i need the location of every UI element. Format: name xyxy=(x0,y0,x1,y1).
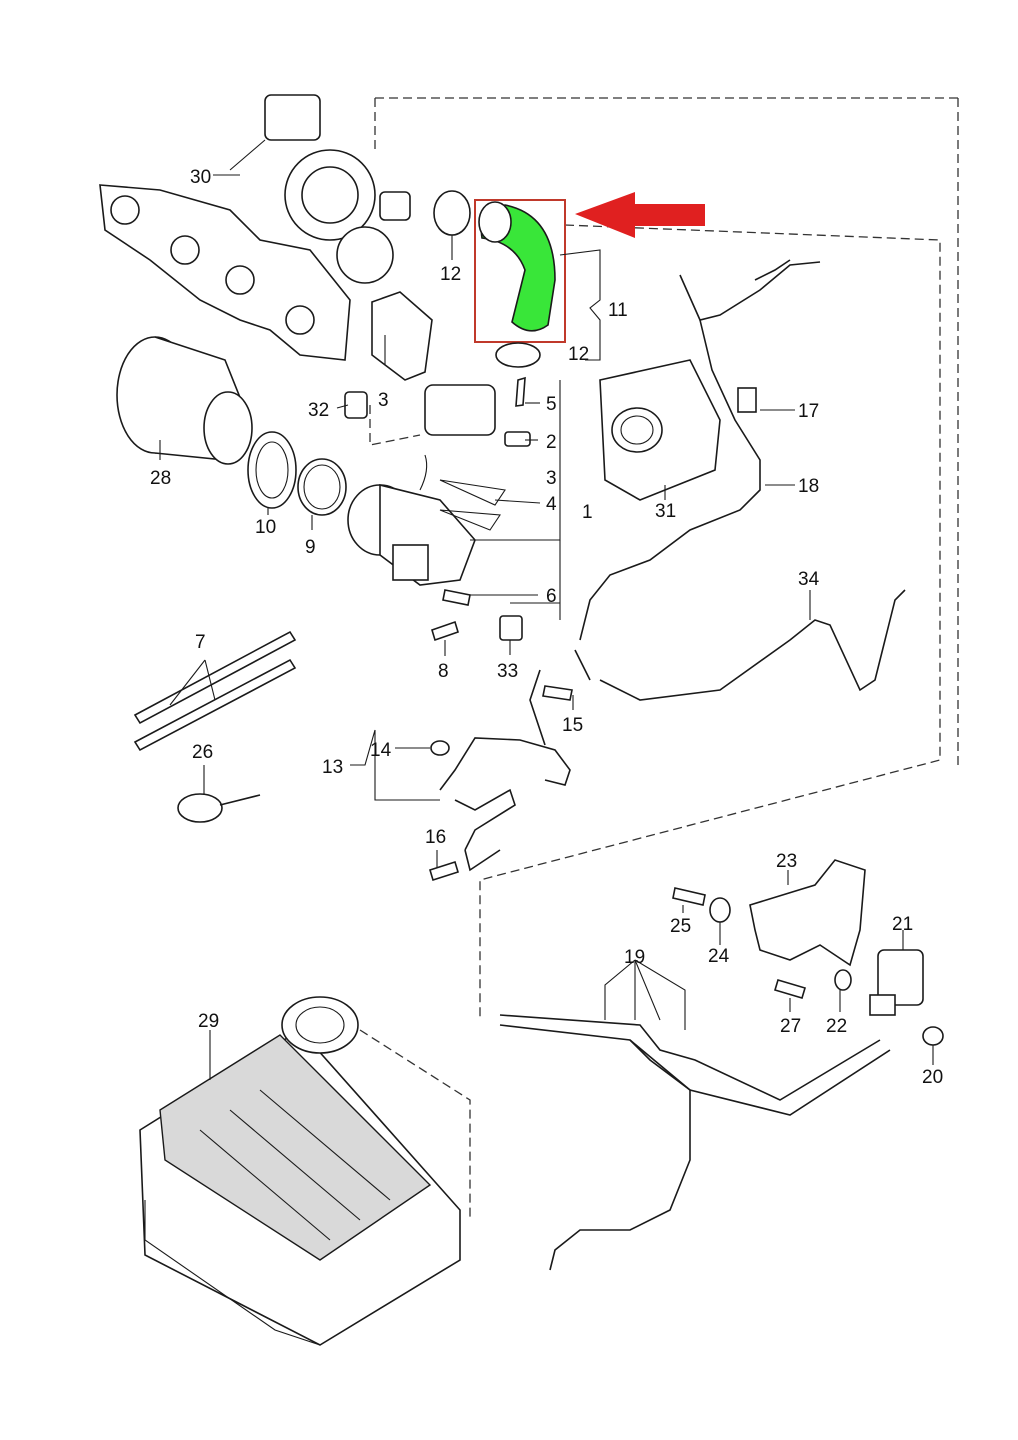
egr-assembly-part[interactable] xyxy=(347,384,506,586)
callout-32: 32 xyxy=(308,400,329,421)
callout-4: 4 xyxy=(546,494,557,515)
callout-16: 16 xyxy=(425,827,446,848)
callout-12-lower: 12 xyxy=(568,344,589,365)
callout-6: 6 xyxy=(546,586,557,607)
callout-14: 14 xyxy=(370,740,392,761)
callout-17: 17 xyxy=(798,401,819,422)
bushing-part[interactable] xyxy=(709,897,731,923)
callout-3-upper: 3 xyxy=(378,390,389,411)
callout-26: 26 xyxy=(192,742,213,763)
callout-labels: 30 12 11 12 3 32 5 2 3 4 1 6 28 10 9 7 8… xyxy=(150,167,943,1088)
callout-11: 11 xyxy=(608,300,628,321)
screw-fifteen-part[interactable] xyxy=(542,685,573,701)
callout-28: 28 xyxy=(150,468,171,489)
vacuum-line-part[interactable] xyxy=(574,589,906,701)
callout-34: 34 xyxy=(798,569,820,590)
callout-10: 10 xyxy=(255,517,276,538)
assembly-boundaries xyxy=(359,97,959,1220)
sleeve-part[interactable] xyxy=(499,615,523,641)
strap-part[interactable] xyxy=(177,793,261,823)
callout-33: 33 xyxy=(497,661,518,682)
vacuum-lines-part[interactable] xyxy=(499,1014,891,1271)
callout-24: 24 xyxy=(708,946,730,967)
screw-part[interactable] xyxy=(442,589,471,606)
callout-7: 7 xyxy=(195,632,206,653)
callout-19: 19 xyxy=(624,947,645,968)
callout-23: 23 xyxy=(776,851,797,872)
screw-lower-part[interactable] xyxy=(429,860,459,882)
bolt-part[interactable] xyxy=(431,620,459,642)
callout-13: 13 xyxy=(322,757,343,778)
callout-3-lower: 3 xyxy=(546,468,557,489)
cable-tie-part[interactable] xyxy=(133,630,297,752)
vacuum-hose-part[interactable] xyxy=(579,259,821,641)
callout-12-upper: 12 xyxy=(440,264,461,285)
bolt-twentyfive-part[interactable] xyxy=(672,887,706,906)
red-pointer-arrow xyxy=(575,192,705,238)
grommet-part[interactable] xyxy=(834,969,852,991)
nut-twenty-part[interactable] xyxy=(922,1026,944,1046)
particle-filter-part[interactable] xyxy=(116,336,253,465)
hose-clamp-upper-part[interactable] xyxy=(433,190,471,236)
highlighted-hose-part[interactable] xyxy=(474,199,566,343)
callout-1: 1 xyxy=(582,502,593,523)
callout-2: 2 xyxy=(546,432,557,453)
callout-25: 25 xyxy=(670,916,691,937)
callout-27: 27 xyxy=(780,1016,801,1037)
callout-22: 22 xyxy=(826,1016,847,1037)
vacuum-line-assembly-part[interactable] xyxy=(439,669,571,872)
callout-9: 9 xyxy=(305,537,316,558)
hose-clamp-lower-part[interactable] xyxy=(495,342,541,368)
highlight-box xyxy=(474,199,566,343)
intake-manifold-part[interactable] xyxy=(599,359,721,501)
callout-20: 20 xyxy=(922,1067,943,1088)
callout-31: 31 xyxy=(655,501,676,522)
callout-30: 30 xyxy=(190,167,211,188)
callout-15: 15 xyxy=(562,715,583,736)
heat-shield-part[interactable] xyxy=(371,291,433,381)
bracket-part[interactable] xyxy=(749,859,866,967)
callout-29: 29 xyxy=(198,1011,219,1032)
gasket-part[interactable] xyxy=(297,458,347,516)
connector-part[interactable] xyxy=(737,387,757,413)
bolt-twentyseven-part[interactable] xyxy=(774,979,806,999)
clamp-part[interactable] xyxy=(247,431,297,509)
callout-5: 5 xyxy=(546,394,557,415)
callout-21: 21 xyxy=(892,914,913,935)
sleeve-thirtytwo-part[interactable] xyxy=(344,391,368,419)
turbocharger-part[interactable] xyxy=(99,94,411,361)
bolt-five-part[interactable] xyxy=(515,376,526,407)
callout-8: 8 xyxy=(438,661,449,682)
air-filter-housing-part[interactable] xyxy=(139,996,461,1346)
sensor-part[interactable] xyxy=(504,431,531,447)
callout-18: 18 xyxy=(798,476,819,497)
nut-part[interactable] xyxy=(430,740,450,756)
leader-lines xyxy=(159,174,934,1080)
pressure-converter-part[interactable] xyxy=(869,949,924,1016)
